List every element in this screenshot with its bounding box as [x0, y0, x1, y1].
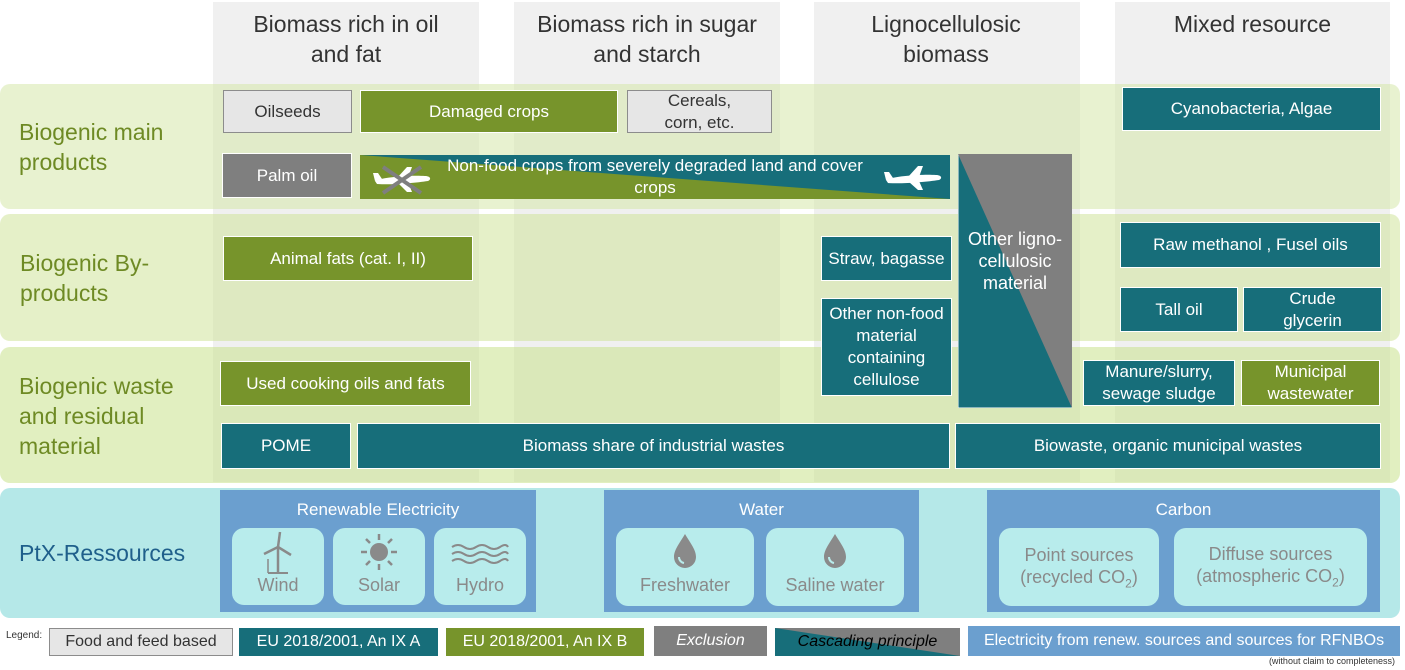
- legend-cascading-bg: [775, 628, 960, 656]
- tile-saline-water: Saline water: [766, 528, 904, 606]
- box-oilseeds: Oilseeds: [223, 90, 352, 133]
- tile-point-sources: Point sources (recycled CO2): [999, 528, 1159, 606]
- crossed-airplane-icon: [373, 165, 431, 195]
- tile-diffuse-sources: Diffuse sources (atmospheric CO2): [1174, 528, 1367, 606]
- waves-icon: [451, 544, 509, 564]
- label-hydro: Hydro: [455, 575, 504, 595]
- legend-cascading: Cascading principle: [797, 633, 938, 650]
- column-header-mixed: Mixed resource: [1173, 11, 1332, 37]
- label-point-sources: Point sources (recycled CO2): [1020, 545, 1138, 591]
- row-label-main-products: Biogenic main products: [19, 119, 164, 175]
- box-damaged-crops: Damaged crops: [360, 90, 618, 133]
- column-header-ligno: Lignocellulosic biomass: [871, 11, 1021, 67]
- box-manure: Manure/slurry, sewage sludge: [1083, 360, 1235, 406]
- row-label-waste: Biogenic waste and residual material: [19, 373, 174, 459]
- panel-title-water: Water: [739, 500, 784, 519]
- box-other-nonfood: Other non-food material containing cellu…: [821, 298, 952, 396]
- label-wind: Wind: [257, 575, 299, 595]
- tile-wind: Wind: [232, 528, 324, 605]
- label-saline-water: Saline water: [785, 575, 885, 595]
- box-animal-fats: Animal fats (cat. I, II): [223, 236, 473, 281]
- box-raw-methanol: Raw methanol , Fusel oils: [1120, 222, 1381, 268]
- box-tall-oil: Tall oil: [1120, 287, 1238, 332]
- row-label-ptx: PtX-Ressources: [19, 540, 186, 566]
- box-biowaste: Biowaste, organic municipal wastes: [955, 423, 1381, 469]
- water-drop-icon: [824, 534, 846, 568]
- other-ligno-bg: [958, 154, 1072, 408]
- legend-electricity-rfnbo: Electricity from renew. sources and sour…: [968, 626, 1400, 656]
- tile-solar: Solar: [333, 528, 425, 605]
- sun-icon: [361, 534, 397, 570]
- box-used-cooking-oils: Used cooking oils and fats: [220, 361, 471, 406]
- legend-exclusion: Exclusion: [654, 626, 767, 656]
- tile-freshwater: Freshwater: [616, 528, 754, 606]
- box-crude-glycerin: Crude glycerin: [1243, 287, 1382, 332]
- label-freshwater: Freshwater: [639, 575, 731, 595]
- legend-food-feed: Food and feed based: [49, 628, 233, 656]
- panel-title-carbon: Carbon: [1155, 500, 1212, 519]
- label-diffuse-sources: Diffuse sources (atmospheric CO2): [1196, 544, 1345, 590]
- tile-hydro: Hydro: [434, 528, 526, 605]
- panel-title-electricity: Renewable Electricity: [296, 500, 460, 519]
- box-pome: POME: [221, 423, 351, 469]
- box-industrial-wastes: Biomass share of industrial wastes: [357, 423, 950, 469]
- water-drop-icon: [674, 534, 696, 568]
- box-cereals: Cereals, corn, etc.: [627, 90, 772, 133]
- box-other-ligno: Other ligno-cellulosic material: [967, 229, 1063, 293]
- row-label-by-products: Biogenic By-products: [20, 250, 150, 306]
- column-header-oil: Biomass rich in oil and fat: [253, 11, 439, 67]
- box-palm-oil: Palm oil: [222, 153, 352, 198]
- legend-note: (without claim to completeness): [1268, 656, 1395, 666]
- box-cyanobacteria: Cyanobacteria, Algae: [1122, 87, 1381, 131]
- wind-turbine-icon: [263, 531, 292, 574]
- legend-label: Legend:: [6, 630, 43, 641]
- box-straw-bagasse: Straw, bagasse: [821, 236, 952, 281]
- airplane-icon: [884, 166, 942, 190]
- box-municipal-wastewater: Municipal wastewater: [1241, 360, 1380, 406]
- non-food-crops-bg: [360, 155, 950, 199]
- label-solar: Solar: [357, 575, 401, 595]
- legend-annex-a: EU 2018/2001, An IX A: [239, 628, 438, 656]
- legend-annex-b: EU 2018/2001, An IX B: [446, 628, 644, 656]
- box-non-food-crops: Non-food crops from severely degraded la…: [447, 156, 863, 197]
- column-header-sugar: Biomass rich in sugar and starch: [537, 11, 757, 67]
